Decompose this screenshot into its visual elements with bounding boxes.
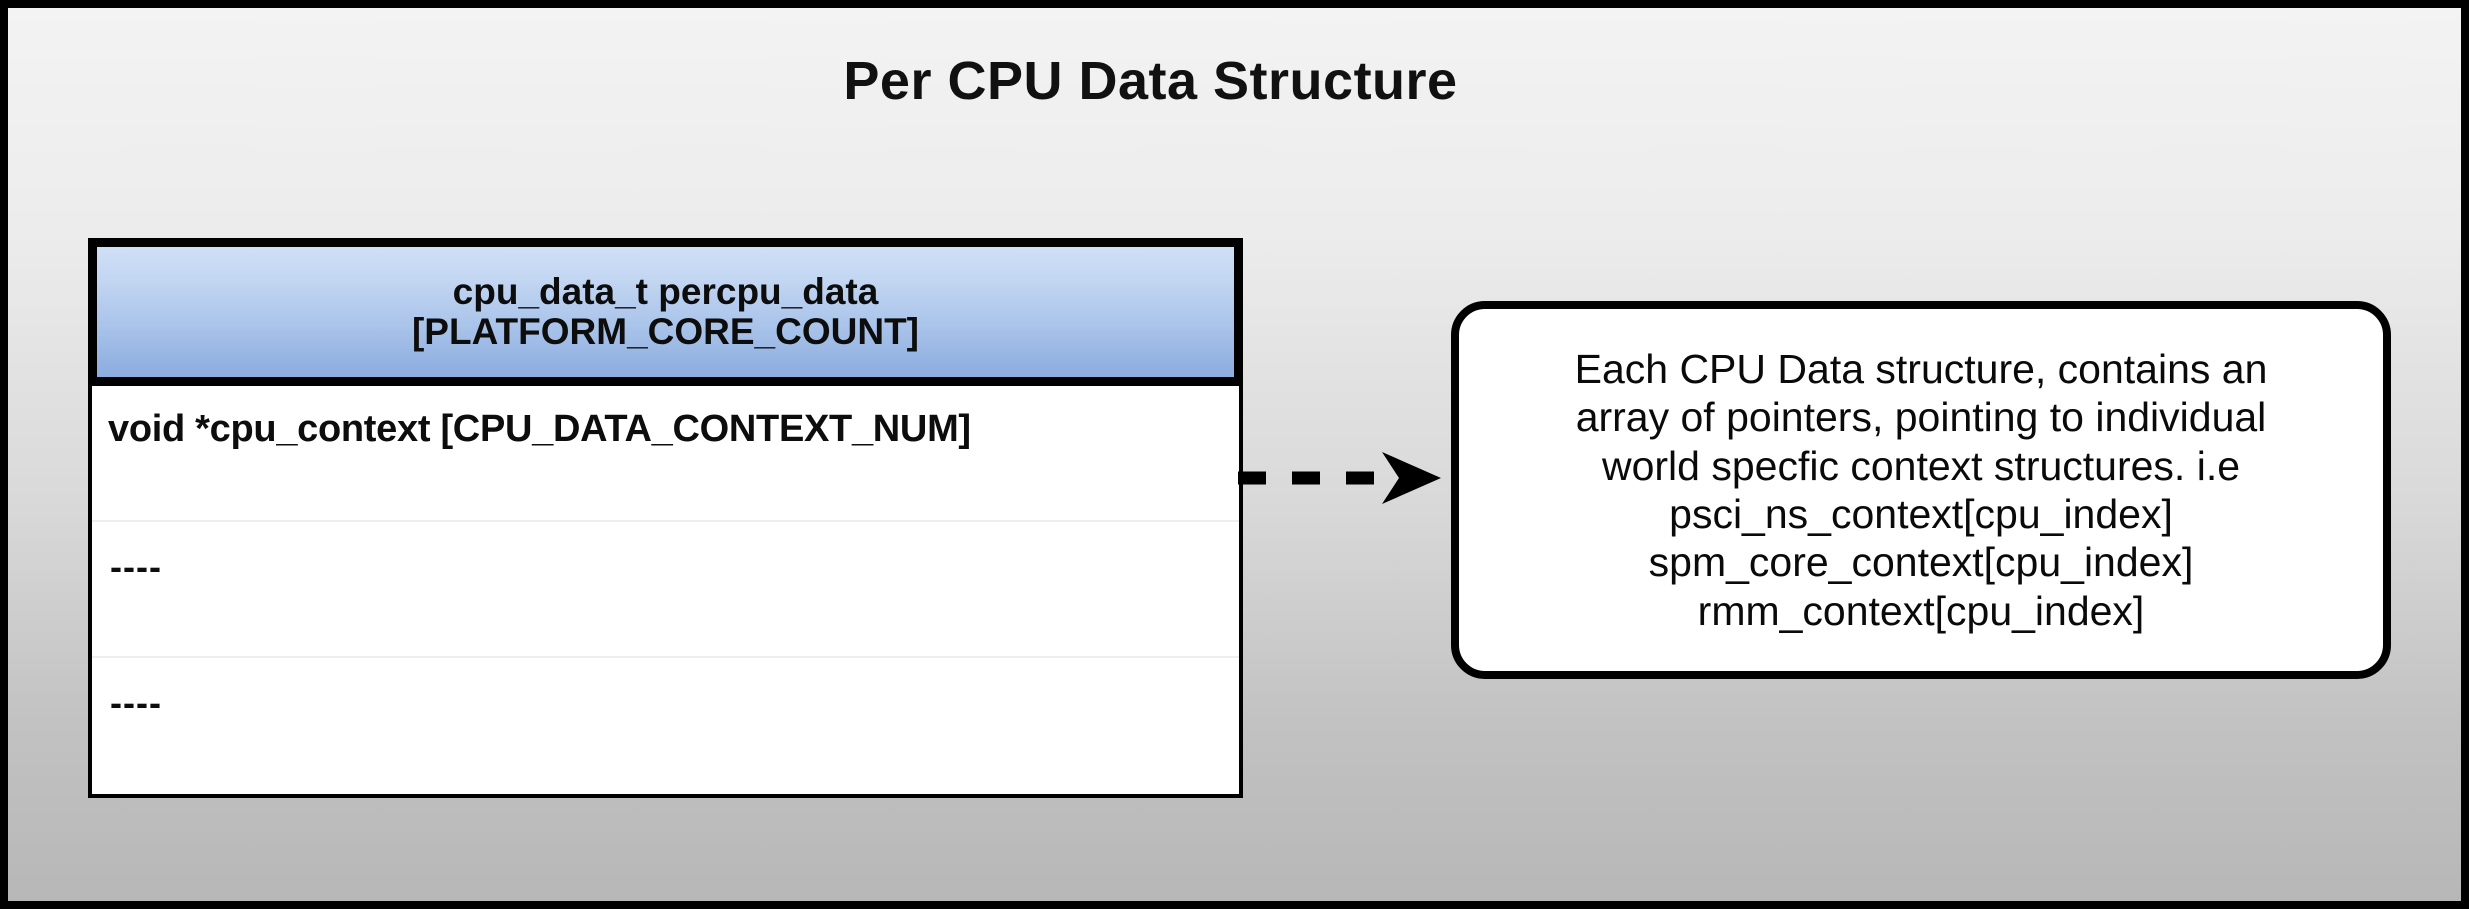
table-row: ---- (92, 522, 1239, 658)
struct-field-label: void *cpu_context [CPU_DATA_CONTEXT_NUM] (108, 408, 971, 450)
callout-note: Each CPU Data structure, contains an arr… (1451, 301, 2391, 679)
callout-note-text: Each CPU Data structure, contains an arr… (1574, 345, 2268, 634)
percpu-data-struct-table: cpu_data_t percpu_data [PLATFORM_CORE_CO… (88, 238, 1243, 798)
struct-table-header-label: cpu_data_t percpu_data [PLATFORM_CORE_CO… (411, 271, 919, 352)
dashed-arrow-icon (1238, 452, 1441, 504)
struct-field-label: ---- (110, 682, 162, 723)
table-row: void *cpu_context [CPU_DATA_CONTEXT_NUM] (92, 386, 1239, 522)
page-title: Per CPU Data Structure (843, 51, 1458, 111)
struct-table-header: cpu_data_t percpu_data [PLATFORM_CORE_CO… (88, 238, 1243, 386)
table-row: ---- (92, 658, 1239, 794)
struct-table-body: void *cpu_context [CPU_DATA_CONTEXT_NUM]… (88, 382, 1243, 798)
struct-field-label: ---- (110, 546, 162, 587)
